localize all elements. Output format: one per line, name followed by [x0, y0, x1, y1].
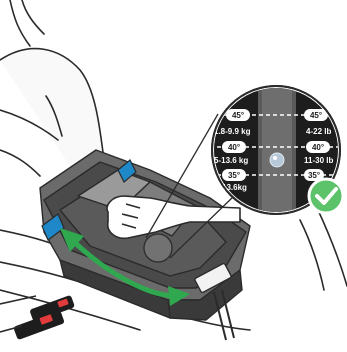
left-angle-top: 45°: [232, 111, 244, 120]
right-angle-bottom: 35°: [308, 171, 320, 180]
left-weight-top: 1.8-9.9 kg: [214, 127, 251, 136]
right-weight-mid: 11-30 lb: [304, 156, 333, 165]
left-weight-mid: 5-13.6 kg: [214, 156, 248, 165]
right-angle-mid: 40°: [312, 143, 324, 152]
left-angle-bottom: 35°: [228, 171, 240, 180]
check-icon: [309, 179, 343, 213]
right-weight-top: 4-22 lb: [306, 127, 331, 136]
right-angle-top: 45°: [310, 111, 322, 120]
left-angle-mid: 40°: [228, 143, 240, 152]
